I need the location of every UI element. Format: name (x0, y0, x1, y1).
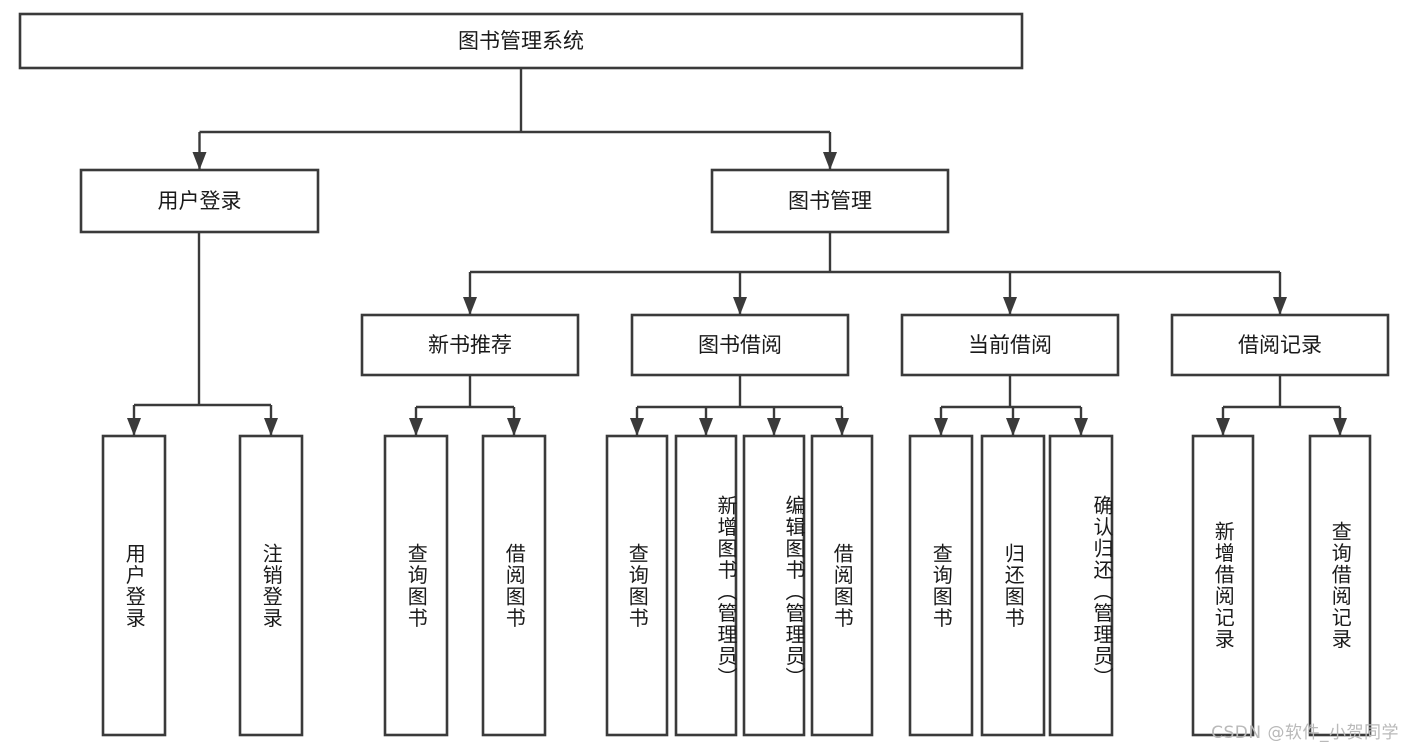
node-box-new-book-recommend[interactable] (360, 313, 580, 377)
conn-brw-to-leaves-arrow-leaf-brw-add-book (699, 418, 713, 436)
conn-brw-to-leaves-arrow-leaf-brw-borrow-book (835, 418, 849, 436)
node-label-book-manage: 图书管理 (788, 189, 872, 213)
node-box-leaf-brw-edit-book[interactable] (742, 434, 806, 737)
conn-login-to-leaves-arrow-leaf-user-login (127, 418, 141, 436)
node-label-book-borrow: 图书借阅 (698, 333, 782, 357)
conn-manage-to-l3-arrow-new-book-recommend (463, 297, 477, 315)
node-box-leaf-cur-query-book[interactable] (908, 434, 974, 737)
conn-brw-to-leaves-arrow-leaf-brw-edit-book (767, 418, 781, 436)
conn-manage-to-l3-arrow-borrow-record (1273, 297, 1287, 315)
node-box-leaf-rec-borrow-book[interactable] (481, 434, 547, 737)
conn-rcd-to-leaves-arrow-leaf-rec-query-record (1333, 418, 1347, 436)
node-label-user-login: 用户登录 (158, 189, 242, 213)
conn-cur-to-leaves-arrow-leaf-cur-confirm-return (1074, 418, 1088, 436)
node-box-borrow-record[interactable] (1170, 313, 1390, 377)
node-box-leaf-rec-query-book[interactable] (383, 434, 449, 737)
conn-login-to-leaves-arrow-leaf-logout (264, 418, 278, 436)
node-box-leaf-rec-add-record[interactable] (1191, 434, 1255, 737)
conn-rec-to-leaves-arrow-leaf-rec-query-book (409, 418, 423, 436)
conn-rec-to-leaves-arrow-leaf-rec-borrow-book (507, 418, 521, 436)
node-box-leaf-brw-add-book[interactable] (674, 434, 738, 737)
conn-root-to-level2-arrow-book-manage (823, 152, 837, 170)
node-box-leaf-user-login[interactable] (101, 434, 167, 737)
node-label-root: 图书管理系统 (458, 29, 584, 53)
conn-root-to-level2-arrow-user-login (192, 152, 207, 170)
node-label-current-borrow: 当前借阅 (968, 333, 1052, 357)
conn-rcd-to-leaves-arrow-leaf-rec-add-record (1216, 418, 1230, 436)
connector-layer (127, 68, 1347, 436)
node-label-borrow-record: 借阅记录 (1238, 333, 1322, 357)
conn-cur-to-leaves-arrow-leaf-cur-return-book (1006, 418, 1020, 436)
node-box-current-borrow[interactable] (900, 313, 1120, 377)
node-label-new-book-recommend: 新书推荐 (428, 333, 512, 357)
conn-brw-to-leaves-arrow-leaf-brw-query-book (630, 418, 644, 436)
node-box-book-borrow[interactable] (630, 313, 850, 377)
node-box-leaf-cur-return-book[interactable] (980, 434, 1046, 737)
node-box-leaf-brw-borrow-book[interactable] (810, 434, 874, 737)
conn-manage-to-l3-arrow-current-borrow (1003, 297, 1017, 315)
node-box-book-manage[interactable] (710, 168, 950, 234)
node-layer (18, 12, 1390, 737)
node-box-leaf-logout[interactable] (238, 434, 304, 737)
csdn-watermark: CSDN @软件_小贺同学 (1211, 723, 1399, 743)
conn-manage-to-l3-arrow-book-borrow (733, 297, 747, 315)
node-box-root[interactable] (18, 12, 1024, 70)
node-box-user-login[interactable] (79, 168, 320, 234)
node-box-leaf-brw-query-book[interactable] (605, 434, 669, 737)
node-box-leaf-cur-confirm-return[interactable] (1048, 434, 1114, 737)
conn-cur-to-leaves-arrow-leaf-cur-query-book (934, 418, 948, 436)
node-box-leaf-rec-query-record[interactable] (1308, 434, 1372, 737)
